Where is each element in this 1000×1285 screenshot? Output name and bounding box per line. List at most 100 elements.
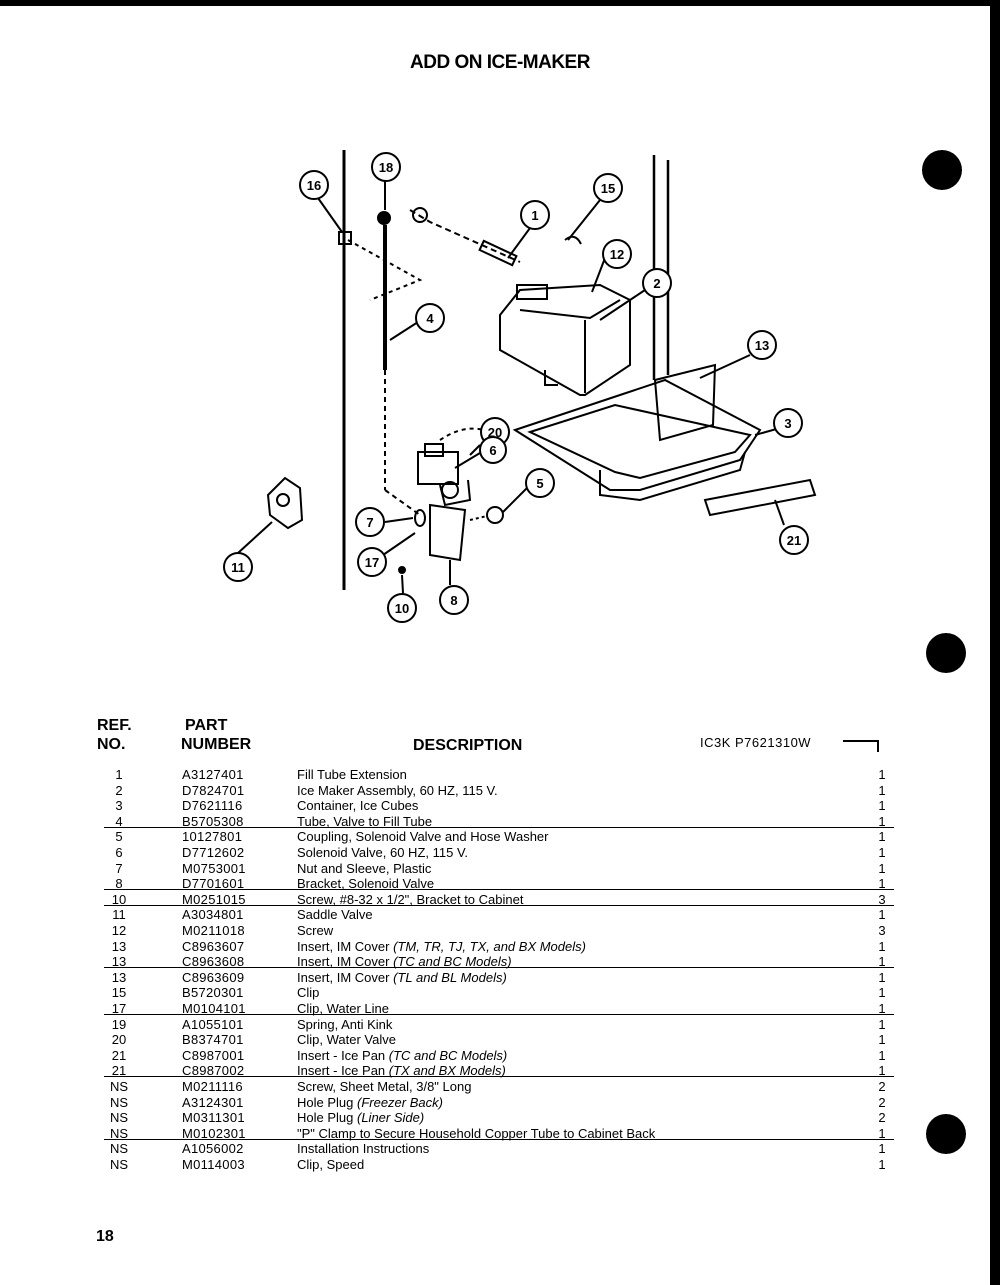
description-note: (Liner Side) xyxy=(357,1110,425,1126)
cell-ref-no: NS xyxy=(109,1110,129,1126)
callout-12: 12 xyxy=(610,247,624,262)
cell-description: Insert, IM Cover (TM, TR, TJ, TX, and BX… xyxy=(297,939,586,954)
cell-part-number: D7701601 xyxy=(182,876,245,892)
cell-part-number: C8987001 xyxy=(182,1047,245,1063)
description-note: (TC and BC Models) xyxy=(393,954,512,970)
cell-part-number: D7712602 xyxy=(182,845,245,860)
cell-description: Ice Maker Assembly, 60 HZ, 115 V. xyxy=(297,783,498,798)
description-text: Screw, #8-32 x 1/2", Bracket to Cabinet xyxy=(297,891,524,907)
cell-quantity: 1 xyxy=(878,876,886,892)
description-note: (Freezer Back) xyxy=(357,1094,443,1110)
cell-description: Container, Ice Cubes xyxy=(297,798,418,813)
cell-description: Tube, Valve to Fill Tube xyxy=(297,814,432,829)
description-text: Hole Plug xyxy=(297,1094,354,1110)
description-text: Screw xyxy=(297,923,334,938)
cell-description: Clip xyxy=(297,985,319,1000)
cell-part-number: C8963608 xyxy=(182,954,245,970)
cell-description: Installation Instructions xyxy=(297,1141,429,1156)
cell-description: Hole Plug (Freezer Back) xyxy=(297,1095,443,1110)
cell-ref-no: 5 xyxy=(115,829,123,845)
cell-quantity: 1 xyxy=(878,938,886,954)
cell-quantity: 1 xyxy=(878,1157,886,1172)
cell-part-number: C8987002 xyxy=(182,1063,245,1079)
description-text: Screw, Sheet Metal, 3/8" Long xyxy=(297,1079,472,1094)
group-divider xyxy=(104,1138,894,1140)
cell-description: Clip, Speed xyxy=(297,1157,364,1172)
cell-part-number: M0251015 xyxy=(182,891,246,907)
cell-quantity: 1 xyxy=(878,954,886,970)
cell-description: Clip, Water Line xyxy=(297,1001,389,1016)
callout-11: 11 xyxy=(231,560,245,575)
cell-ref-no: 3 xyxy=(115,798,123,814)
cell-part-number: 10127801 xyxy=(182,829,243,845)
cell-quantity: 1 xyxy=(878,1047,886,1063)
description-note: (TL and BL Models) xyxy=(393,969,507,985)
description-text: Clip, Speed xyxy=(297,1157,365,1172)
callout-15: 15 xyxy=(601,181,615,196)
header-part-number: PART NUMBER xyxy=(181,717,252,753)
cell-part-number: M0114003 xyxy=(182,1157,245,1172)
cell-ref-no: 21 xyxy=(111,1047,127,1063)
exploded-parts-diagram: 16 18 1 15 12 2 4 13 3 20 6 5 7 17 10 8 … xyxy=(223,150,817,623)
cell-ref-no: 7 xyxy=(115,860,123,876)
cell-part-number: D7824701 xyxy=(182,782,245,798)
description-text: "P" Clamp to Secure Household Copper Tub… xyxy=(297,1125,656,1141)
cell-description: Screw xyxy=(297,923,333,938)
cell-description: Screw, Sheet Metal, 3/8" Long xyxy=(297,1079,471,1094)
cell-part-number: C8963607 xyxy=(182,938,245,954)
callout-18: 18 xyxy=(379,160,393,175)
description-note: (TC and BC Models) xyxy=(388,1047,508,1063)
callout-10: 10 xyxy=(395,601,409,616)
callout-5: 5 xyxy=(536,476,543,491)
binder-hole-top xyxy=(922,150,962,190)
cell-part-number: A3127401 xyxy=(182,767,244,782)
cell-quantity: 1 xyxy=(878,1125,886,1141)
cell-quantity: 1 xyxy=(878,798,886,814)
cell-quantity: 1 xyxy=(878,985,886,1001)
cell-part-number: A3034801 xyxy=(182,907,244,923)
cell-description: Fill Tube Extension xyxy=(297,767,407,782)
description-text: Coupling, Solenoid Valve and Hose Washer xyxy=(297,829,549,845)
cell-quantity: 1 xyxy=(878,782,886,798)
cell-ref-no: 13 xyxy=(111,954,127,970)
cell-description: Clip, Water Valve xyxy=(297,1032,396,1047)
description-text: Insert, IM Cover xyxy=(297,954,390,970)
callout-4: 4 xyxy=(426,311,434,326)
description-text: Installation Instructions xyxy=(297,1141,430,1157)
cell-quantity: 1 xyxy=(878,813,886,829)
cell-description: Spring, Anti Kink xyxy=(297,1017,392,1032)
cell-part-number: M0753001 xyxy=(182,860,246,876)
description-text: Clip, Water Line xyxy=(297,1001,389,1016)
description-text: Insert - Ice Pan xyxy=(297,1047,386,1063)
model-number: IC3K P7621310W xyxy=(700,735,812,750)
cell-description: Insert, IM Cover (TC and BC Models) xyxy=(297,954,512,969)
page-title: ADD ON ICE-MAKER xyxy=(410,52,590,73)
cell-ref-no: 20 xyxy=(111,1032,127,1048)
model-bracket-top xyxy=(843,740,879,742)
callout-17: 16 xyxy=(307,178,321,193)
cell-ref-no: 15 xyxy=(111,985,127,1001)
model-bracket-vertical xyxy=(877,740,879,752)
cell-part-number: B5705308 xyxy=(182,813,244,829)
cell-description: "P" Clamp to Secure Household Copper Tub… xyxy=(297,1126,655,1141)
description-text: Solenoid Valve, 60 HZ, 115 V. xyxy=(297,845,469,860)
callout-1: 1 xyxy=(531,208,538,223)
cell-ref-no: 6 xyxy=(115,845,123,860)
cell-description: Insert - Ice Pan (TC and BC Models) xyxy=(297,1048,507,1063)
description-text: Insert, IM Cover xyxy=(297,969,390,985)
cell-ref-no: 12 xyxy=(111,923,127,938)
cell-ref-no: NS xyxy=(109,1141,129,1157)
table-row: 13 C8963608 Insert, IM Cover (TC and BC Mo… xyxy=(0,954,1000,969)
callout-21: 21 xyxy=(787,533,801,548)
group-divider xyxy=(104,889,894,891)
cell-quantity: 2 xyxy=(878,1094,886,1110)
